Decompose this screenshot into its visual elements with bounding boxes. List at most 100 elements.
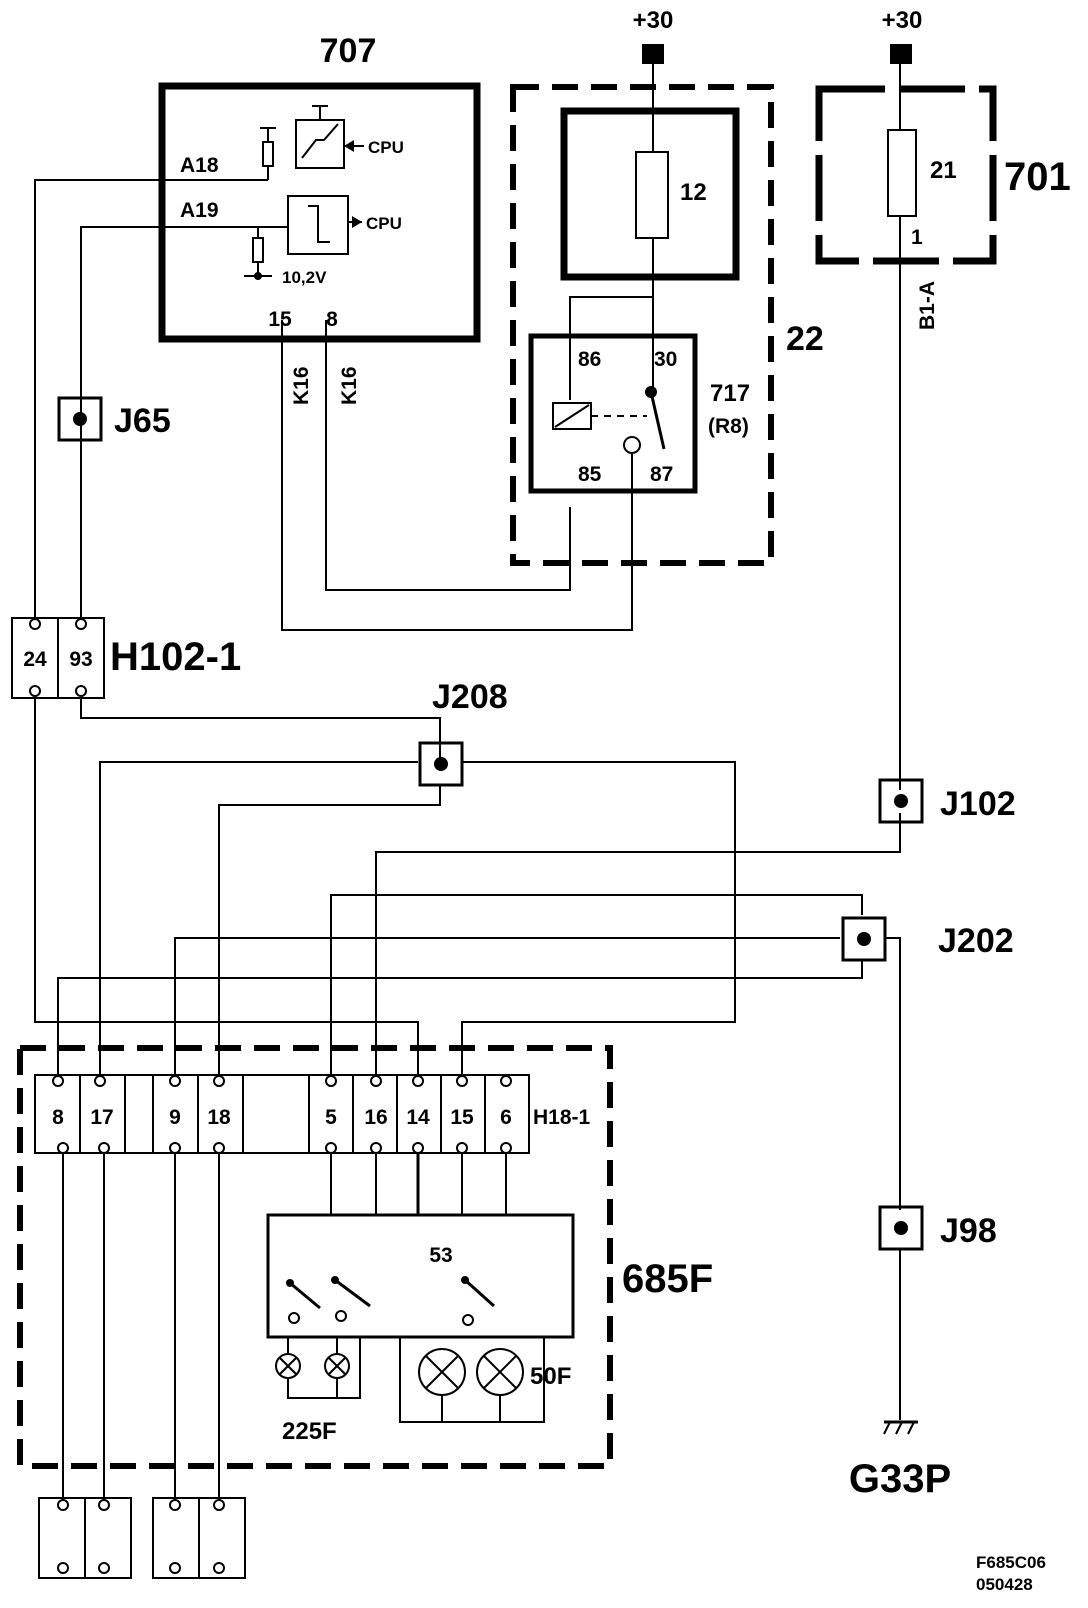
junction-j208: J208 bbox=[418, 678, 508, 787]
diagram-circle bbox=[169, 1562, 181, 1574]
diagram-circle bbox=[456, 1075, 468, 1087]
junction-j102: J102 bbox=[878, 778, 1016, 824]
diagram-circle bbox=[169, 1499, 181, 1511]
diagram-line bbox=[279, 1357, 297, 1375]
diagram-rect bbox=[635, 151, 669, 239]
diagram-polyline bbox=[34, 179, 268, 620]
diagram-polyline bbox=[34, 697, 419, 1075]
diagram-circle bbox=[286, 1279, 294, 1287]
diagram-circle bbox=[456, 1142, 468, 1154]
pin-a19-label: A19 bbox=[180, 199, 219, 222]
junction-j202: J202 bbox=[841, 916, 1014, 962]
fuse-12-label: 12 bbox=[680, 179, 707, 206]
diagram-label: (R8) bbox=[708, 415, 749, 438]
diagram-circle bbox=[213, 1075, 225, 1087]
fuse-pin-1-label: 1 bbox=[911, 226, 923, 249]
diagram-label: +30 bbox=[633, 7, 674, 34]
diagram-circle bbox=[370, 1142, 382, 1154]
diagram-circle bbox=[331, 1276, 339, 1284]
diagram-line bbox=[425, 1355, 459, 1389]
diagram-circle bbox=[169, 1142, 181, 1154]
diagram-label: H18-1 bbox=[533, 1106, 591, 1129]
diagram-rect bbox=[242, 1074, 310, 1154]
h18-pin-8: 8 bbox=[52, 1106, 64, 1129]
diagram-polyline bbox=[399, 1337, 545, 1423]
lamp-group-50f: 50F bbox=[399, 1337, 571, 1423]
switch-block bbox=[266, 1213, 575, 1339]
wire-label-b1a: B1-A bbox=[916, 281, 939, 330]
diagram-line bbox=[289, 1281, 321, 1310]
diagram-line bbox=[334, 1278, 371, 1308]
diagram-polyline bbox=[80, 226, 288, 620]
diagram-circle bbox=[370, 1075, 382, 1087]
h18-pin-14: 14 bbox=[406, 1106, 430, 1129]
figure-code: F685C06 bbox=[976, 1553, 1046, 1572]
diagram-circle bbox=[29, 685, 41, 697]
diagram-rect bbox=[198, 1497, 246, 1579]
diagram-polyline bbox=[57, 960, 863, 1075]
diagram-rect bbox=[158, 82, 481, 343]
diagram-circle bbox=[213, 1562, 225, 1574]
relay-box-22: 22 12 bbox=[510, 84, 824, 566]
diagram-circle bbox=[462, 1314, 474, 1326]
diagram-circle bbox=[98, 1499, 110, 1511]
diagram-rect bbox=[252, 237, 264, 263]
wire-label-k16: K16 bbox=[290, 366, 313, 405]
diagram-line bbox=[554, 404, 590, 428]
diagram-line bbox=[895, 1421, 903, 1435]
diagram-polyline bbox=[99, 761, 418, 1075]
diagram-rect bbox=[878, 1205, 924, 1251]
fuse-21-label: 21 bbox=[930, 157, 957, 184]
diagram-label: J65 bbox=[114, 402, 171, 440]
wires bbox=[34, 62, 901, 1500]
relay-pin-86: 86 bbox=[578, 348, 601, 371]
diagram-circle bbox=[98, 1142, 110, 1154]
diagram-polyline bbox=[281, 320, 633, 631]
diagram-circle bbox=[75, 685, 87, 697]
diagram-label: 707 bbox=[320, 32, 377, 70]
h102-pin-93: 93 bbox=[69, 648, 92, 671]
diagram-rect bbox=[890, 44, 912, 64]
h18-pin-18: 18 bbox=[207, 1106, 231, 1129]
h102-pin-24: 24 bbox=[23, 648, 47, 671]
diagram-circle bbox=[434, 757, 448, 771]
diagram-polyline bbox=[569, 296, 653, 400]
diagram-circle bbox=[412, 1142, 424, 1154]
relay-pin-30: 30 bbox=[654, 348, 677, 371]
pin-8-label: 8 bbox=[326, 308, 338, 331]
fuse-box-701: 21 1 701 bbox=[815, 85, 1071, 265]
diagram-circle bbox=[894, 1221, 908, 1235]
diagram-polyline bbox=[308, 205, 330, 243]
diagram-polygon bbox=[344, 140, 354, 152]
diagram-circle bbox=[325, 1142, 337, 1154]
diagram-circle bbox=[169, 1075, 181, 1087]
wire-label-k16: K16 bbox=[338, 366, 361, 405]
h18-pin-17: 17 bbox=[90, 1106, 113, 1129]
diagram-polyline bbox=[80, 697, 441, 760]
pin-15-label: 15 bbox=[268, 308, 292, 331]
diagram-circle bbox=[335, 1310, 347, 1322]
diagram-polyline bbox=[461, 761, 736, 1075]
cpu-label: CPU bbox=[368, 138, 404, 157]
switch-label-53: 53 bbox=[429, 1244, 452, 1267]
h18-pin-15: 15 bbox=[450, 1106, 474, 1129]
diagram-rect bbox=[295, 119, 345, 169]
diagram-circle bbox=[57, 1562, 69, 1574]
lamp-group-225f: 225F bbox=[275, 1337, 361, 1445]
diagram-rect bbox=[84, 1497, 132, 1579]
voltage-label: 10,2V bbox=[282, 268, 327, 287]
diagram-label: +30 bbox=[882, 7, 923, 34]
diagram-label: H102-1 bbox=[110, 635, 241, 679]
diagram-circle bbox=[894, 794, 908, 808]
diagram-label: J202 bbox=[938, 922, 1014, 960]
diagram-rect bbox=[815, 85, 997, 265]
diagram-polyline bbox=[330, 894, 863, 1075]
diagram-label: 22 bbox=[786, 320, 824, 358]
diagram-circle bbox=[325, 1075, 337, 1087]
diagram-label: 685F bbox=[622, 1257, 713, 1301]
relay-pin-85: 85 bbox=[578, 463, 602, 486]
diagram-label: 225F bbox=[282, 1418, 337, 1445]
h18-pin-9: 9 bbox=[169, 1106, 181, 1129]
h18-pin-5: 5 bbox=[325, 1106, 337, 1129]
supply-right: +30 bbox=[882, 7, 923, 64]
